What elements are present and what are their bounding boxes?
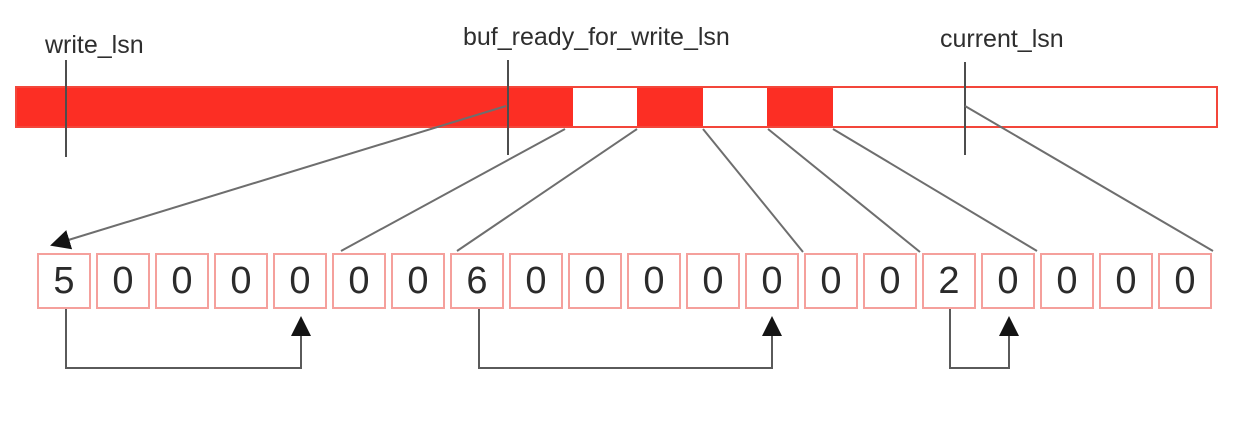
bar-segment-filled-2	[637, 88, 703, 126]
bar-segment-empty-2	[703, 88, 767, 126]
connector-to-cell-17	[832, 128, 1038, 252]
buffer-cell-row: 5 0 0 0 0 0 0 6 0 0 0 0 0 0 0 2 0 0 0 0	[37, 253, 1212, 309]
buffer-cell-5: 0	[332, 253, 386, 309]
buffer-cell-18: 0	[1099, 253, 1153, 309]
link-arrow-15-to-16	[949, 309, 1019, 369]
link-arrow-0-to-4	[65, 309, 311, 369]
bar-segment-filled-1	[17, 88, 573, 126]
buffer-cell-7: 6	[450, 253, 504, 309]
buffer-cell-0: 5	[37, 253, 91, 309]
buffer-cell-6: 0	[391, 253, 445, 309]
buffer-cell-2: 0	[155, 253, 209, 309]
connector-to-cell-13	[702, 128, 804, 253]
buffer-cell-16: 0	[981, 253, 1035, 309]
connector-to-cell-7	[456, 128, 638, 252]
link-arrow-7-to-12	[478, 309, 782, 369]
buffer-cell-11: 0	[686, 253, 740, 309]
buffer-cell-13: 0	[804, 253, 858, 309]
buffer-cell-12: 0	[745, 253, 799, 309]
buffer-cell-1: 0	[96, 253, 150, 309]
write-lsn-label: write_lsn	[45, 31, 144, 59]
buffer-cell-4: 0	[273, 253, 327, 309]
current-lsn-label: current_lsn	[940, 25, 1064, 53]
buffer-cell-10: 0	[627, 253, 681, 309]
bar-segment-filled-3	[767, 88, 833, 126]
log-buffer-bar	[15, 86, 1218, 128]
buffer-cell-3: 0	[214, 253, 268, 309]
buf-ready-for-write-lsn-label: buf_ready_for_write_lsn	[463, 23, 730, 51]
buffer-cell-19: 0	[1158, 253, 1212, 309]
buffer-cell-8: 0	[509, 253, 563, 309]
connector-to-cell-15	[767, 128, 921, 253]
connector-to-cell-5	[340, 128, 566, 252]
bar-segment-empty-1	[573, 88, 637, 126]
buffer-cell-14: 0	[863, 253, 917, 309]
bar-segment-empty-3	[833, 88, 1216, 126]
buffer-cell-9: 0	[568, 253, 622, 309]
buffer-cell-17: 0	[1040, 253, 1094, 309]
buffer-cell-15: 2	[922, 253, 976, 309]
